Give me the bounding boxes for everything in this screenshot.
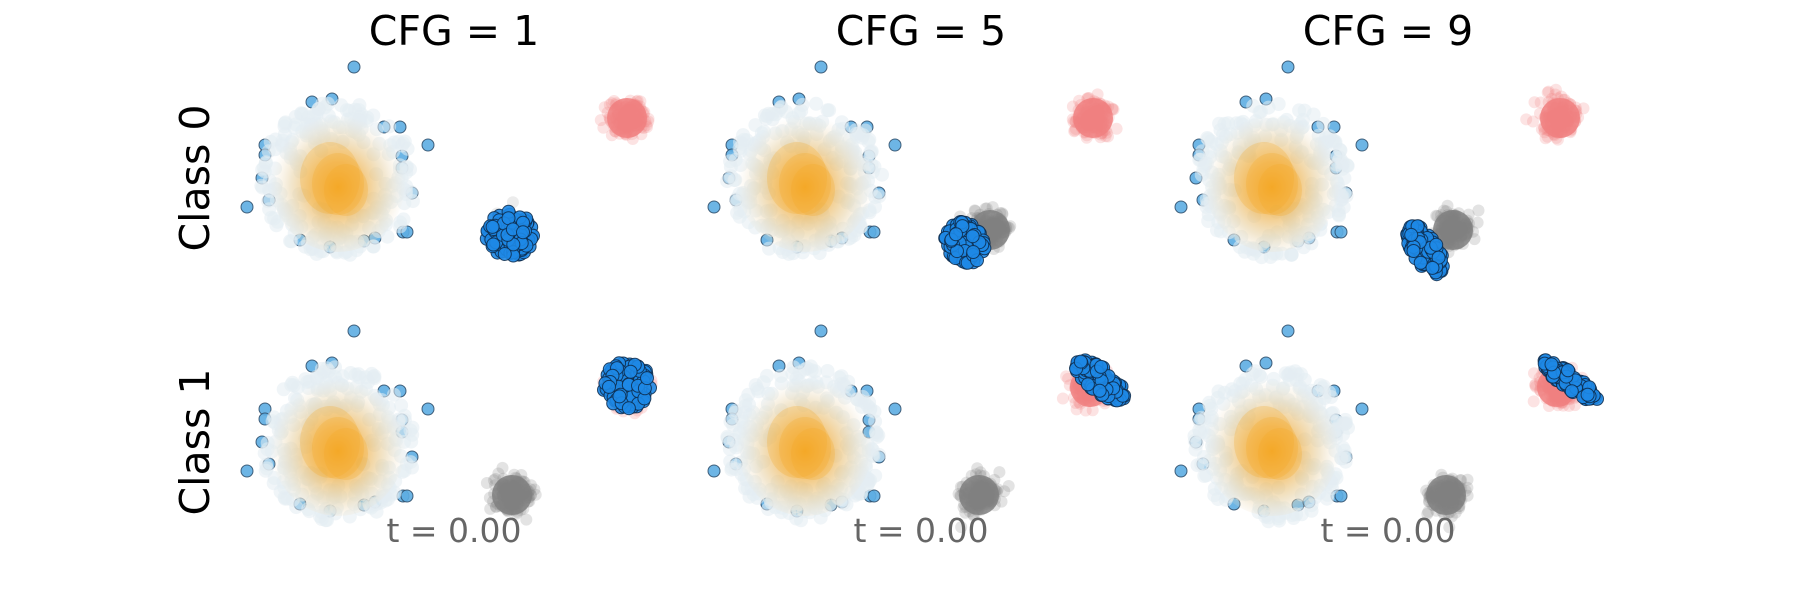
outlier-point — [1334, 489, 1348, 503]
target-cluster-red — [1066, 88, 1123, 144]
generated-cluster-cfg-5-class-0 — [938, 215, 992, 270]
outlier-point — [707, 200, 721, 214]
outlier-point — [1281, 324, 1295, 338]
outlier-point — [1174, 464, 1188, 478]
column-title-cfg-9: CFG = 9 — [1302, 7, 1474, 55]
target-cluster-gray — [480, 461, 542, 526]
time-label-col-3: t = 0.00 — [1320, 511, 1456, 550]
target-cluster-red — [594, 94, 655, 145]
outlier-point — [421, 138, 435, 152]
outlier-point — [421, 402, 435, 416]
outlier-point — [1355, 402, 1369, 416]
outlier-point — [867, 489, 881, 503]
column-title-cfg-5: CFG = 5 — [835, 7, 1007, 55]
outlier-point — [1259, 356, 1273, 370]
generated-cluster-cfg-1-class-1 — [597, 356, 657, 416]
outlier-point — [707, 464, 721, 478]
target-cluster-gray — [1416, 199, 1485, 259]
outlier-point — [1281, 60, 1295, 74]
outlier-point — [814, 60, 828, 74]
source-cloud — [707, 60, 902, 261]
target-cluster-gray — [1420, 468, 1474, 534]
time-label-col-1: t = 0.00 — [386, 511, 522, 550]
density-contour — [737, 372, 873, 516]
outlier-point — [888, 402, 902, 416]
outlier-point — [240, 200, 254, 214]
generated-samples-layer — [479, 204, 1604, 416]
outlier-point — [400, 489, 414, 503]
outlier-point — [814, 324, 828, 338]
generated-cluster-cfg-5-class-1 — [1069, 353, 1132, 408]
time-label-col-2: t = 0.00 — [853, 511, 989, 550]
outlier-point — [1334, 225, 1348, 239]
outlier-point — [867, 225, 881, 239]
row-label-class-1: Class 1 — [171, 368, 219, 516]
source-distribution-layer — [240, 60, 1369, 529]
column-title-cfg-1: CFG = 1 — [368, 7, 540, 55]
density-contour — [270, 108, 406, 252]
source-cloud — [1174, 60, 1369, 265]
generated-cluster-cfg-9-class-0 — [1400, 219, 1450, 282]
target-cluster-gray — [952, 462, 1015, 534]
generated-cluster-cfg-1-class-0 — [479, 204, 540, 263]
source-cloud — [1174, 324, 1369, 529]
density-contour — [737, 108, 873, 252]
density-contour — [270, 372, 406, 516]
outlier-point — [347, 324, 361, 338]
outlier-point — [347, 60, 361, 74]
source-cloud — [240, 324, 435, 528]
row-label-class-0: Class 0 — [171, 104, 219, 252]
target-cluster-red — [1520, 83, 1590, 146]
generated-cluster-cfg-9-class-1 — [1537, 353, 1604, 407]
density-contour — [1204, 372, 1340, 516]
density-contour — [1204, 108, 1340, 252]
outlier-point — [1174, 200, 1188, 214]
source-cloud — [240, 60, 435, 262]
source-cloud — [707, 324, 902, 528]
outlier-point — [1355, 138, 1369, 152]
target-clusters-layer — [480, 83, 1590, 534]
outlier-point — [240, 464, 254, 478]
outlier-point — [888, 138, 902, 152]
